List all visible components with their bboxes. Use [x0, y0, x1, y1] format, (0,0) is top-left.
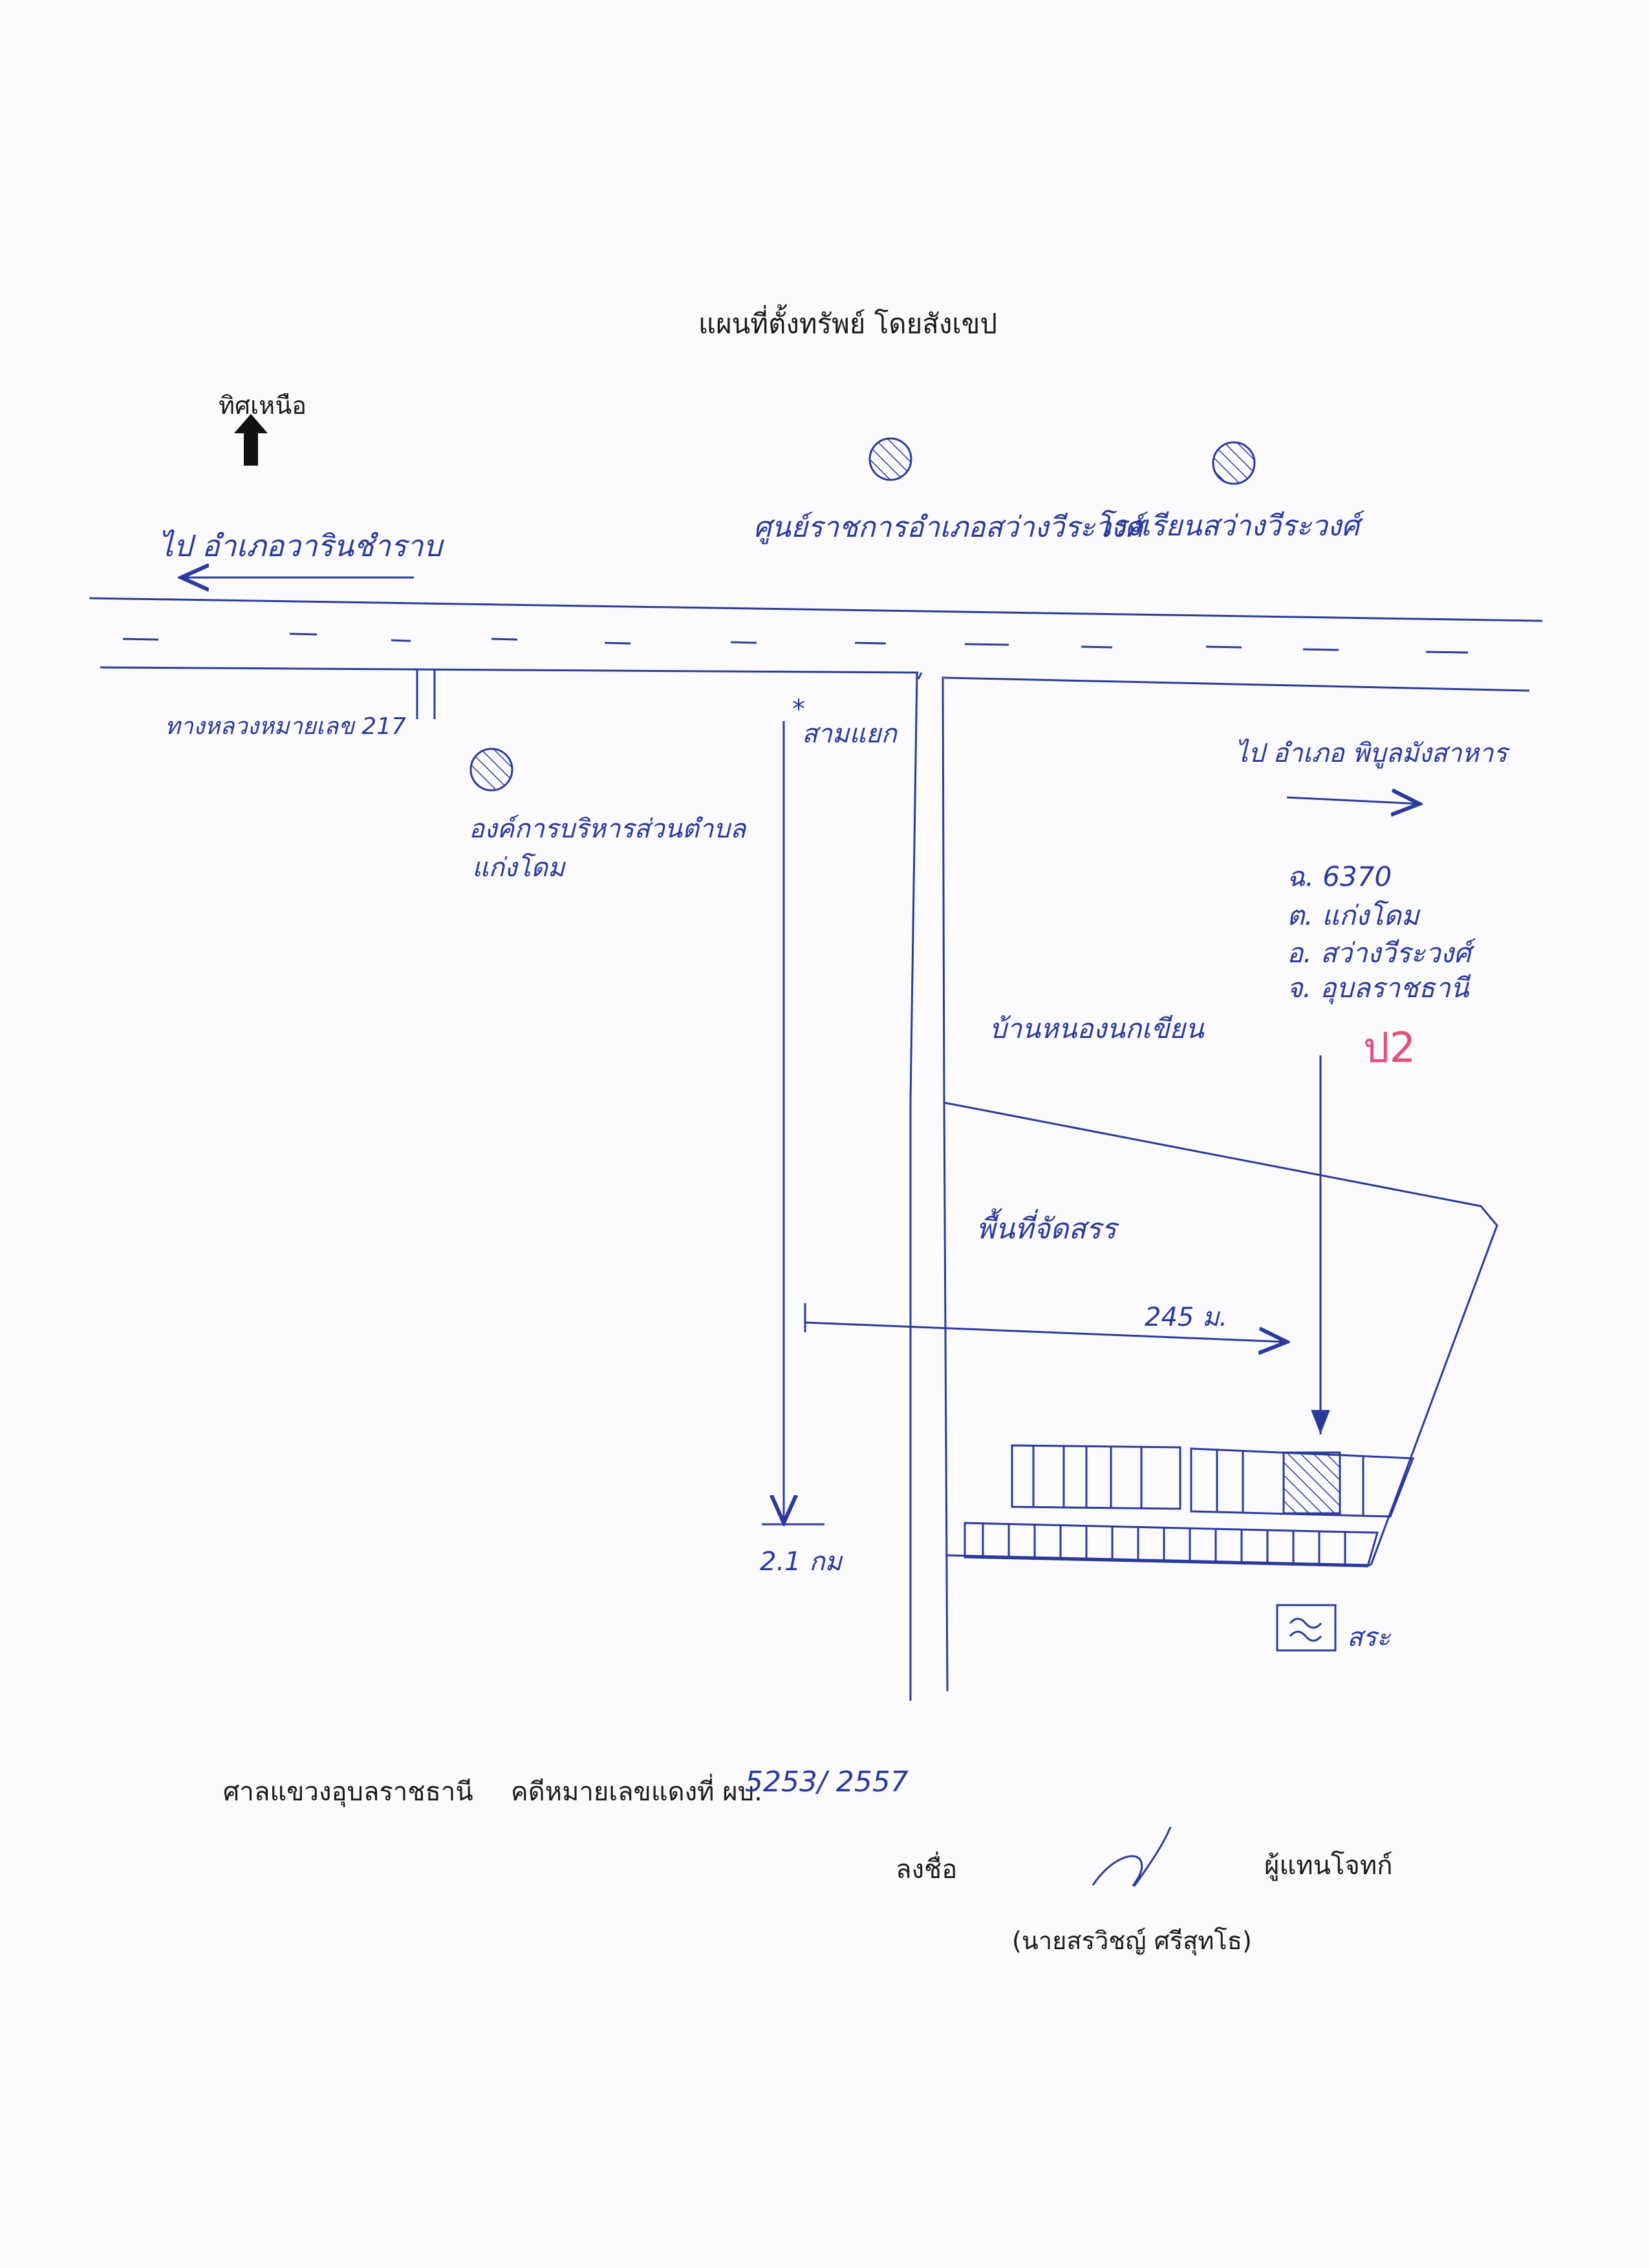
label-village: บ้านหนองนกเขียน	[989, 1013, 1205, 1044]
label-highway: ทางหลวงหมายเลข 217	[165, 713, 406, 740]
lower-plot-row	[964, 1522, 1379, 1568]
school-marker-icon	[1212, 441, 1256, 485]
distance-245m-marker	[804, 1303, 1287, 1342]
road-distance-marker	[762, 721, 824, 1524]
north-label: ทิศเหนือ	[219, 391, 307, 420]
label-road-distance: 2.1 กม	[760, 1547, 844, 1577]
highway-centerline	[122, 632, 1469, 654]
upper-plot-row	[1011, 1444, 1415, 1518]
label-mark-number: ป2	[1363, 1024, 1416, 1072]
label-local-admin-2: แก่งโดม	[472, 852, 566, 883]
pond-icon	[1276, 1604, 1337, 1652]
local-admin-marker-icon	[469, 748, 513, 792]
signature-label: ลงชื่อ	[896, 1855, 958, 1885]
label-local-admin: องค์การบริหารส่วนตำบล	[469, 814, 748, 844]
label-pond: สระ	[1347, 1623, 1392, 1652]
label-province: จ. อุบลราชธานี	[1287, 972, 1472, 1004]
representative-label: ผู้แทนโจทก์	[1264, 1851, 1393, 1881]
label-subdistrict: ต. แก่งโดม	[1287, 900, 1421, 931]
label-land-deed: ฉ. 6370	[1287, 861, 1392, 892]
page-title: แผนที่ตั้งทรัพย์ โดยสังเขป	[698, 308, 998, 340]
label-junction: สามแยก	[802, 719, 898, 749]
target-plot-icon	[1282, 1451, 1341, 1515]
label-district: อ. สว่างวีระวงศ์	[1287, 937, 1476, 969]
highway-217	[89, 597, 1543, 692]
side-road	[909, 672, 949, 1701]
case-number: 5253/ 2557	[745, 1766, 909, 1798]
government-center-marker-icon	[868, 437, 912, 481]
signer-name: (นายสรวิชญ์ ศรีสุทโธ)	[1012, 1927, 1252, 1955]
label-school: โรงเรียนสว่างวีระวงศ์	[1096, 510, 1365, 543]
label-allocated-area: พื้นที่จัดสรร	[976, 1208, 1120, 1246]
label-to-warin: ไป อำเภอวารินชำราบ	[158, 528, 444, 563]
arrow-to-phibun	[1286, 797, 1419, 804]
label-government-center: ศูนย์ราชการอำเภอสว่างวีระวงศ์	[753, 511, 1148, 545]
highway-stub	[416, 670, 436, 719]
label-junction-star: *	[792, 695, 805, 724]
label-distance-245m: 245 ม.	[1145, 1302, 1227, 1332]
case-number-label: คดีหมายเลขแดงที่ ผบ.	[511, 1777, 762, 1807]
label-to-phibun: ไป อำเภอ พิบูลมังสาหาร	[1235, 739, 1510, 769]
allocated-area-boundary	[943, 1101, 1498, 1566]
court-name: ศาลแขวงอุบลราชธานี	[223, 1777, 473, 1807]
north-arrow-icon	[234, 414, 268, 466]
signature-mark	[1092, 1826, 1172, 1887]
